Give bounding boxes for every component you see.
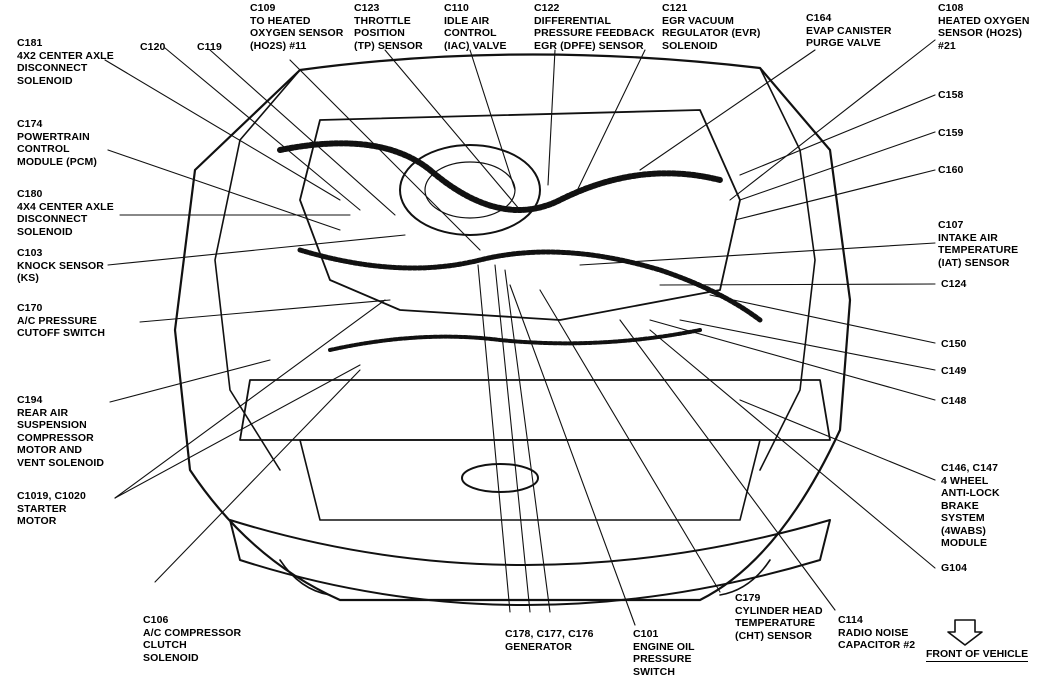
throttle-body <box>399 144 541 236</box>
label-c160: C160 <box>938 164 964 176</box>
label-c148: C148 <box>941 395 967 407</box>
label-c124: C124 <box>941 278 967 290</box>
front-bumper <box>229 519 831 606</box>
label-c158: C158 <box>938 89 964 101</box>
front-arrow-icon <box>947 619 983 646</box>
label-c159: C159 <box>938 127 964 139</box>
inner-fender-right <box>759 67 816 471</box>
inner-fender-left <box>214 69 301 471</box>
label-c120: C120 <box>140 41 166 53</box>
engine-block <box>299 109 741 321</box>
label-c150: C150 <box>941 338 967 350</box>
ford-emblem <box>461 463 539 493</box>
front-of-vehicle-label: FRONT OF VEHICLE <box>926 648 1029 662</box>
label-c119: C119 <box>197 41 222 53</box>
wiring-harness <box>277 140 723 213</box>
label-g104: G104 <box>941 562 968 574</box>
radiator-support <box>239 379 831 441</box>
hood-outline <box>173 53 852 602</box>
label-c149: C149 <box>941 365 967 377</box>
callout-lines <box>104 39 936 626</box>
grille <box>299 439 761 521</box>
